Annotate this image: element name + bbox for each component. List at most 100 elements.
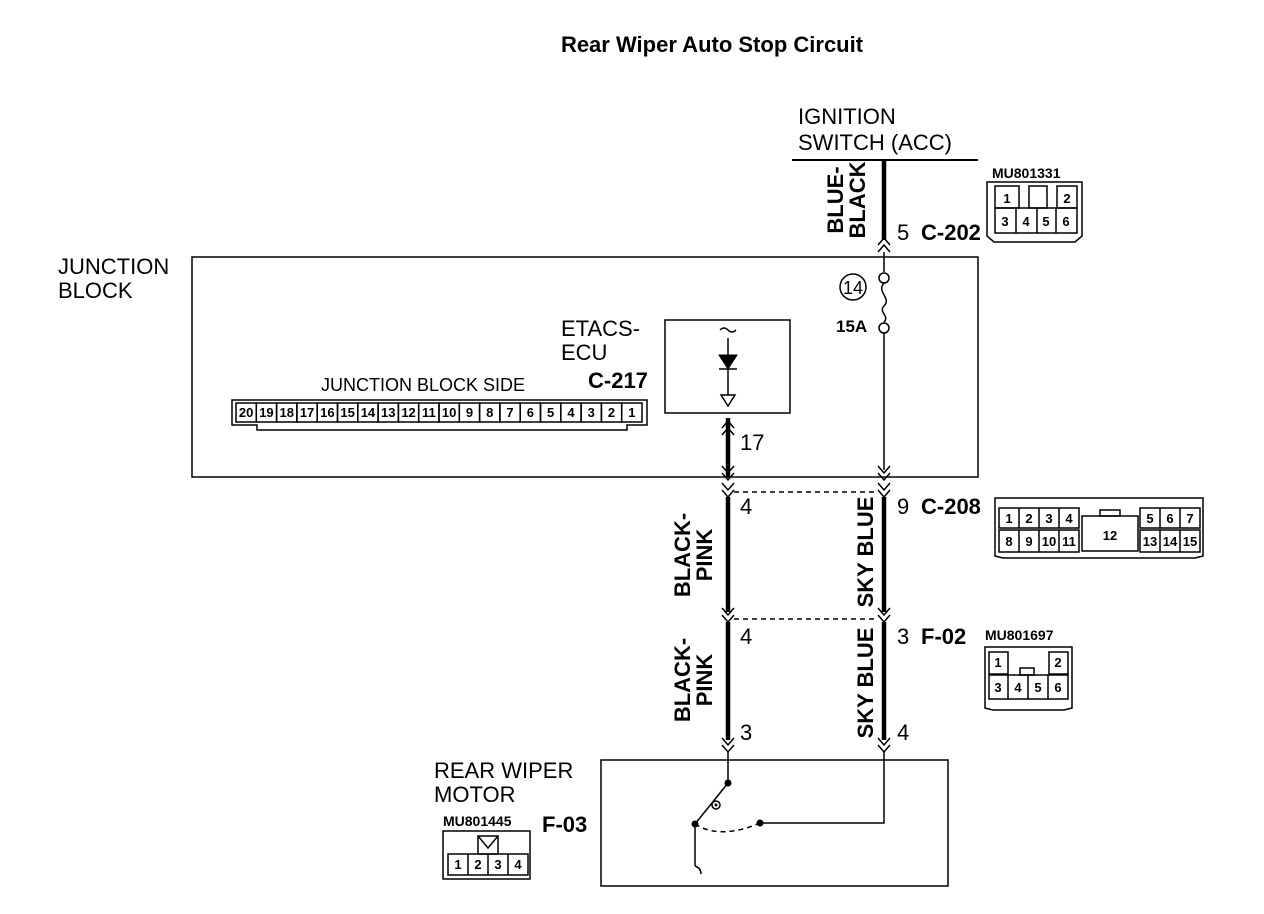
c217-pin-12: 12 (401, 405, 415, 420)
f02-pin-6: 6 (1054, 680, 1061, 695)
connector-face-c208: 1 2 3 4 5 6 7 12 8 9 10 11 13 14 15 (994, 497, 1204, 559)
c208-pin-13: 13 (1143, 534, 1157, 549)
junction-block-side-label: JUNCTION BLOCK SIDE (321, 375, 525, 395)
fuse-number-circle (839, 273, 867, 301)
c217-pin-1: 1 (628, 405, 635, 420)
fuse-14: 14 15A (836, 252, 890, 470)
c217-pin-3: 3 (588, 405, 595, 420)
c202-pin-5: 5 (1042, 214, 1049, 229)
connector-mark-c208-left (721, 482, 735, 499)
connector-part-f03: MU801445 (443, 813, 512, 829)
c217-pin-19: 19 (259, 405, 273, 420)
etacs-diode (718, 354, 738, 370)
f02-pin-4: 4 (1014, 680, 1022, 695)
junction-block-label-line2: BLOCK (58, 278, 133, 303)
motor-internal-sky-blue (760, 752, 885, 824)
c208-pin-15: 15 (1183, 534, 1197, 549)
c208-pin-4: 4 (1065, 511, 1073, 526)
connector-face-f03: MU801445 1 2 3 4 (442, 813, 531, 880)
connector-code-c202: C-202 (921, 220, 981, 245)
c208-pin-6: 6 (1166, 511, 1173, 526)
c208-pin-1: 1 (1005, 511, 1012, 526)
c217-pin-18: 18 (280, 405, 294, 420)
c217-pin-4: 4 (567, 405, 575, 420)
wire-label-black-pink-upper: BLACK- PINK (670, 513, 717, 597)
pin-f03-right: 4 (897, 720, 909, 745)
rear-wiper-motor-label-line2: MOTOR (434, 782, 515, 807)
wire-label-black-pink-upper-line2: PINK (692, 529, 717, 582)
c217-pin-cell (620, 402, 643, 423)
rear-wiper-motor: REAR WIPER MOTOR F-03 (434, 752, 949, 887)
connector-mark-f03-left (721, 737, 735, 754)
connector-mark-c208-right (877, 482, 891, 499)
f02-pin-2: 2 (1054, 655, 1061, 670)
c217-pin-6: 6 (527, 405, 534, 420)
etacs-ecu-label-line2: ECU (561, 340, 607, 365)
ignition-switch-label-line2: SWITCH (ACC) (798, 130, 952, 155)
etacs-ecu-label-line1: ETACS- (561, 316, 640, 341)
rear-wiper-motor-box (600, 759, 949, 887)
c208-pin-14: 14 (1163, 534, 1178, 549)
connector-face-f02: MU801697 1 2 3 4 5 6 (984, 627, 1073, 711)
f03-pin-2: 2 (474, 857, 481, 872)
f03-pin-3: 3 (494, 857, 501, 872)
wire-label-blue-black-line2: BLACK (845, 161, 870, 238)
f03-pin-4: 4 (514, 857, 522, 872)
wire-label-sky-blue-lower: SKY BLUE (853, 628, 878, 739)
etacs-ecu: ETACS- ECU C-217 (561, 316, 791, 414)
c217-pin-7: 7 (506, 405, 513, 420)
c208-pin-3: 3 (1045, 511, 1052, 526)
c208-pin-12: 12 (1103, 528, 1117, 543)
c208-pin-8: 8 (1005, 534, 1012, 549)
etacs-ecu-box (664, 319, 791, 414)
wire-label-black-pink-lower: BLACK- PINK (670, 638, 717, 722)
junction-block: JUNCTION BLOCK (58, 254, 979, 478)
pin-c202: 5 (897, 220, 909, 245)
c208-pin-9: 9 (1025, 534, 1032, 549)
c217-pin-8: 8 (486, 405, 493, 420)
ignition-switch: IGNITION SWITCH (ACC) (792, 104, 978, 161)
f02-pin-3: 3 (994, 680, 1001, 695)
c217-pin-14: 14 (361, 405, 376, 420)
c217-pin-10: 10 (442, 405, 456, 420)
f02-pin-5: 5 (1034, 680, 1041, 695)
wire-label-sky-blue-upper-text: SKY BLUE (853, 497, 878, 608)
wire-label-sky-blue-upper: SKY BLUE (853, 497, 878, 608)
connector-mark-c217-17 (721, 419, 735, 436)
c208-pin-2: 2 (1025, 511, 1032, 526)
pin-f03-left: 3 (740, 720, 752, 745)
c217-pin-20: 20 (239, 405, 253, 420)
c208-pin-7: 7 (1186, 511, 1193, 526)
wire-label-blue-black: BLUE- BLACK (823, 161, 870, 238)
c202-pin-2: 2 (1063, 191, 1070, 206)
fuse-rating: 15A (836, 317, 867, 336)
wire-label-sky-blue-lower-text: SKY BLUE (853, 628, 878, 739)
f03-pin-1: 1 (454, 857, 461, 872)
connector-face-c202: MU801331 1 2 3 4 5 6 (986, 165, 1083, 243)
connector-part-f02: MU801697 (985, 627, 1054, 643)
c202-pin-4: 4 (1022, 214, 1030, 229)
motor-ground-mark (694, 865, 702, 875)
c202-pin-3: 3 (1001, 214, 1008, 229)
pin-f02-left: 4 (740, 624, 752, 649)
c217-pin-17: 17 (300, 405, 314, 420)
connector-code-f02: F-02 (921, 624, 966, 649)
c217-pin-2: 2 (608, 405, 615, 420)
c202-pin-6: 6 (1062, 214, 1069, 229)
c202-pin-1: 1 (1003, 191, 1010, 206)
wire-label-blue-black-line1: BLUE- (823, 166, 848, 233)
connector-code-c217: C-217 (588, 368, 648, 393)
f02-pin-1: 1 (994, 655, 1001, 670)
etacs-ground-arrow (719, 394, 737, 408)
wire-label-black-pink-upper-line1: BLACK- (670, 513, 695, 597)
wire-label-black-pink-lower-line2: PINK (692, 654, 717, 707)
pin-etacs-17: 17 (740, 430, 764, 455)
c217-pin-5: 5 (547, 405, 554, 420)
connector-mark-f03-right (877, 737, 891, 754)
ignition-switch-label-line1: IGNITION (798, 104, 896, 129)
c208-pin-5: 5 (1146, 511, 1153, 526)
c217-pin-9: 9 (466, 405, 473, 420)
